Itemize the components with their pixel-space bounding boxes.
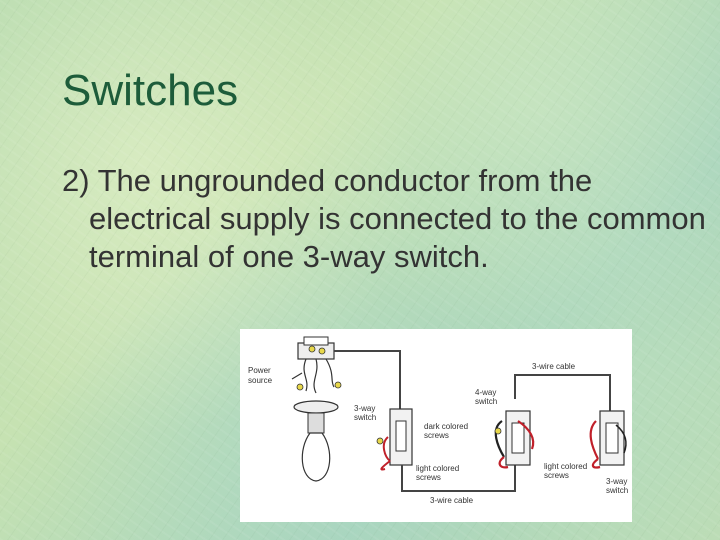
slide-paragraph: 2) The ungrounded conductor from the ele…	[62, 163, 706, 274]
cable-top-left	[334, 350, 401, 409]
cable-top-right	[514, 374, 611, 411]
label-3-way-left: 3-way	[354, 404, 375, 413]
label-power: Power	[248, 366, 271, 375]
wiring-diagram: Power source 3-wire cable 4-way switch 3…	[240, 329, 632, 522]
label-light-colored-left: light colored	[416, 464, 459, 473]
right-3-way-switch	[589, 410, 627, 469]
label-3-way-left-switch: switch	[354, 413, 376, 422]
label-3-wire-top: 3-wire cable	[532, 362, 576, 371]
wire-nut-icon	[296, 383, 304, 391]
label-dark-screws: screws	[424, 431, 449, 440]
label-light-screws-left: screws	[416, 473, 441, 482]
four-way-switch	[494, 410, 535, 469]
wire-nut-icon	[334, 381, 342, 389]
label-light-colored-right: light colored	[544, 462, 587, 471]
wiring-diagram-svg: Power source 3-wire cable 4-way switch 3…	[248, 336, 628, 505]
label-3-wire-bottom: 3-wire cable	[430, 496, 474, 505]
junction-box	[297, 336, 335, 360]
lamp-icon	[293, 400, 339, 482]
slide-title: Switches	[62, 66, 239, 115]
label-dark-colored: dark colored	[424, 422, 468, 431]
label-4-way-switch: switch	[475, 397, 497, 406]
label-light-screws-right: screws	[544, 471, 569, 480]
left-3-way-switch	[376, 408, 413, 471]
label-4-way: 4-way	[475, 388, 496, 397]
label-3-way-right-switch: switch	[606, 486, 628, 495]
box-wires	[291, 358, 335, 394]
cable-bottom	[401, 463, 516, 492]
label-source: source	[248, 376, 273, 385]
label-3-way-right: 3-way	[606, 477, 627, 486]
